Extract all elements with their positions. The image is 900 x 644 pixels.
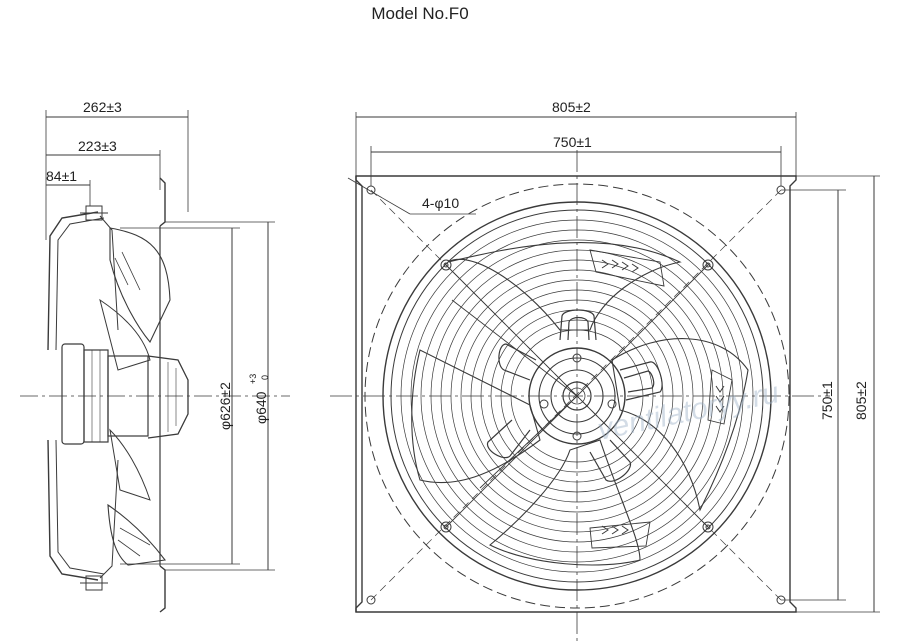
front-view [330, 112, 880, 644]
dim-ring-tolerance-lower: 0 [260, 375, 270, 380]
model-title: Model No.F0 [371, 4, 469, 23]
dim-mount-holes: 4-φ10 [422, 195, 459, 211]
dim-hole-spacing-horizontal: 750±1 [553, 134, 592, 150]
side-view [20, 110, 290, 613]
watermark: ventilatoryy.ru [595, 376, 783, 447]
dim-rear-depth: 84±1 [46, 168, 77, 184]
dim-ring-diameter: φ640 [253, 391, 269, 424]
dim-plate-width: 805±2 [552, 99, 591, 115]
dim-total-depth: 262±3 [83, 99, 122, 115]
dim-mid-depth: 223±3 [78, 138, 117, 154]
dim-plate-height: 805±2 [853, 381, 869, 420]
dim-hole-spacing-vertical: 750±1 [819, 381, 835, 420]
dim-ring-tolerance-upper: +3 [248, 374, 258, 384]
dim-impeller-diameter: φ626±2 [217, 382, 233, 430]
